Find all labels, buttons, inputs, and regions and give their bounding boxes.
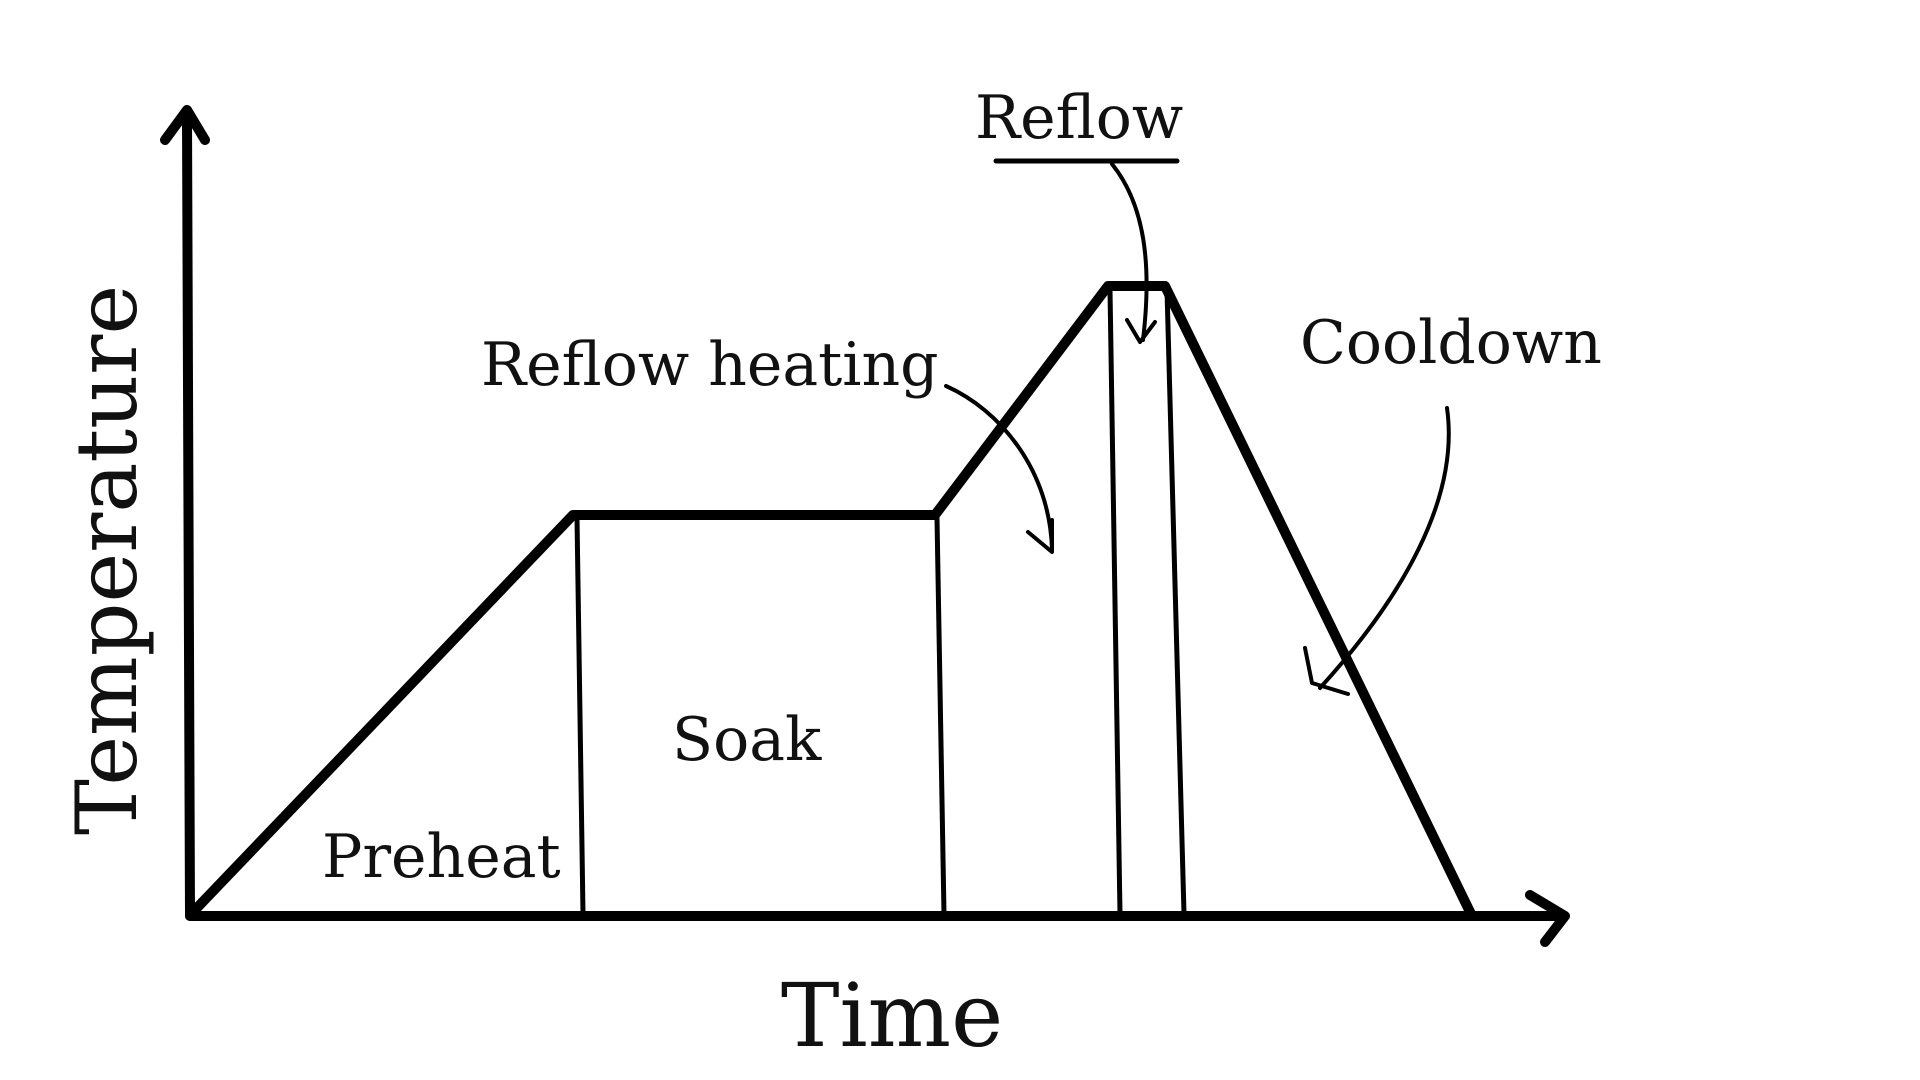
phase-label-reflow-heating: Reflow heating bbox=[481, 330, 939, 400]
phase-dividers bbox=[574, 287, 1187, 917]
cooldown-annotation-arrow bbox=[1303, 406, 1451, 696]
reflow-heating-annotation-arrow bbox=[944, 384, 1054, 554]
phase-label-preheat: Preheat bbox=[322, 822, 561, 892]
divider-reflow-end bbox=[1164, 287, 1187, 917]
x-axis-label: Time bbox=[781, 964, 1003, 1067]
divider-reflow-start bbox=[1107, 287, 1123, 917]
x-axis bbox=[185, 890, 1570, 947]
divider-preheat-soak bbox=[574, 515, 586, 917]
reflow-annotation-arrow bbox=[1110, 162, 1157, 344]
phase-label-reflow: Reflow bbox=[975, 83, 1183, 153]
phase-label-cooldown: Cooldown bbox=[1300, 308, 1602, 378]
phase-label-soak: Soak bbox=[672, 705, 822, 775]
y-axis-label: Temperature bbox=[58, 285, 156, 835]
divider-soak-reflow-heating bbox=[934, 515, 947, 917]
y-axis bbox=[160, 105, 210, 921]
temperature-profile-line bbox=[188, 281, 1477, 921]
